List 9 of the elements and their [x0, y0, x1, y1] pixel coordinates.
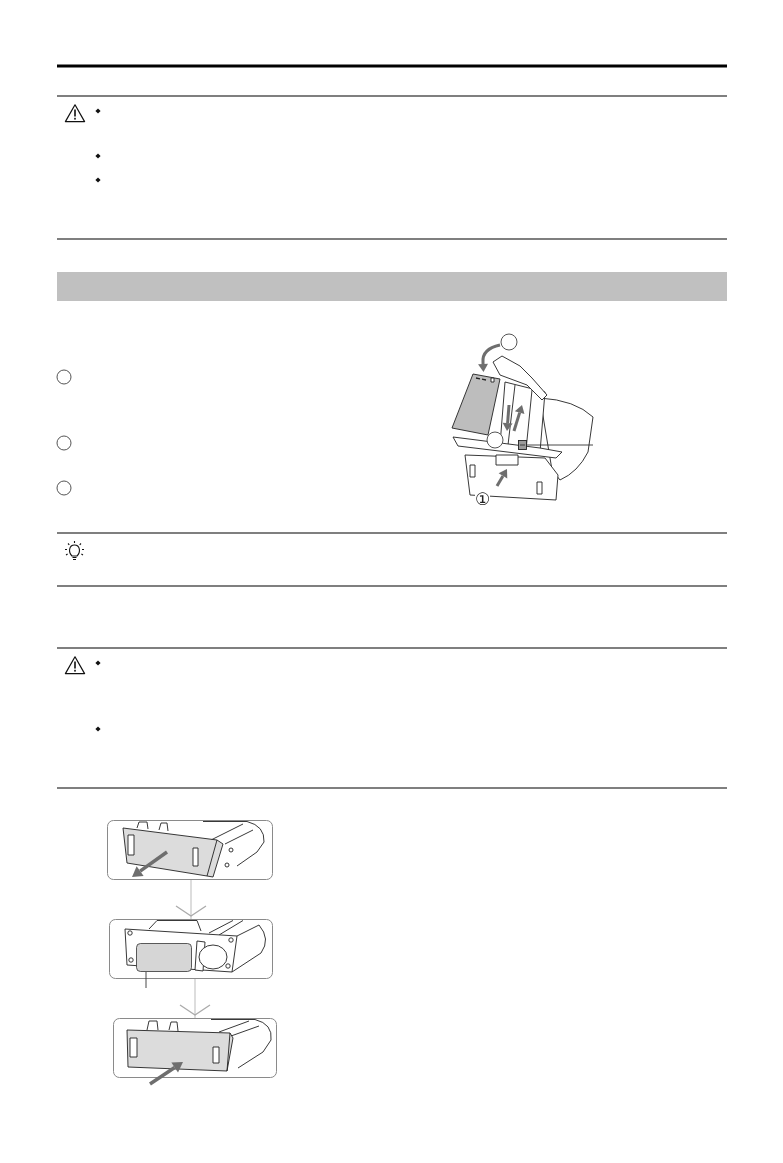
leader-line [145, 971, 147, 989]
module-panel [136, 943, 192, 972]
leader-line [526, 444, 594, 446]
callout-number: ① [475, 491, 491, 508]
device-cover-picture [109, 919, 273, 979]
device-cover-picture [113, 1018, 277, 1078]
battery-latch [518, 440, 527, 450]
heading-band [57, 272, 727, 301]
device-cover-picture [107, 820, 273, 880]
